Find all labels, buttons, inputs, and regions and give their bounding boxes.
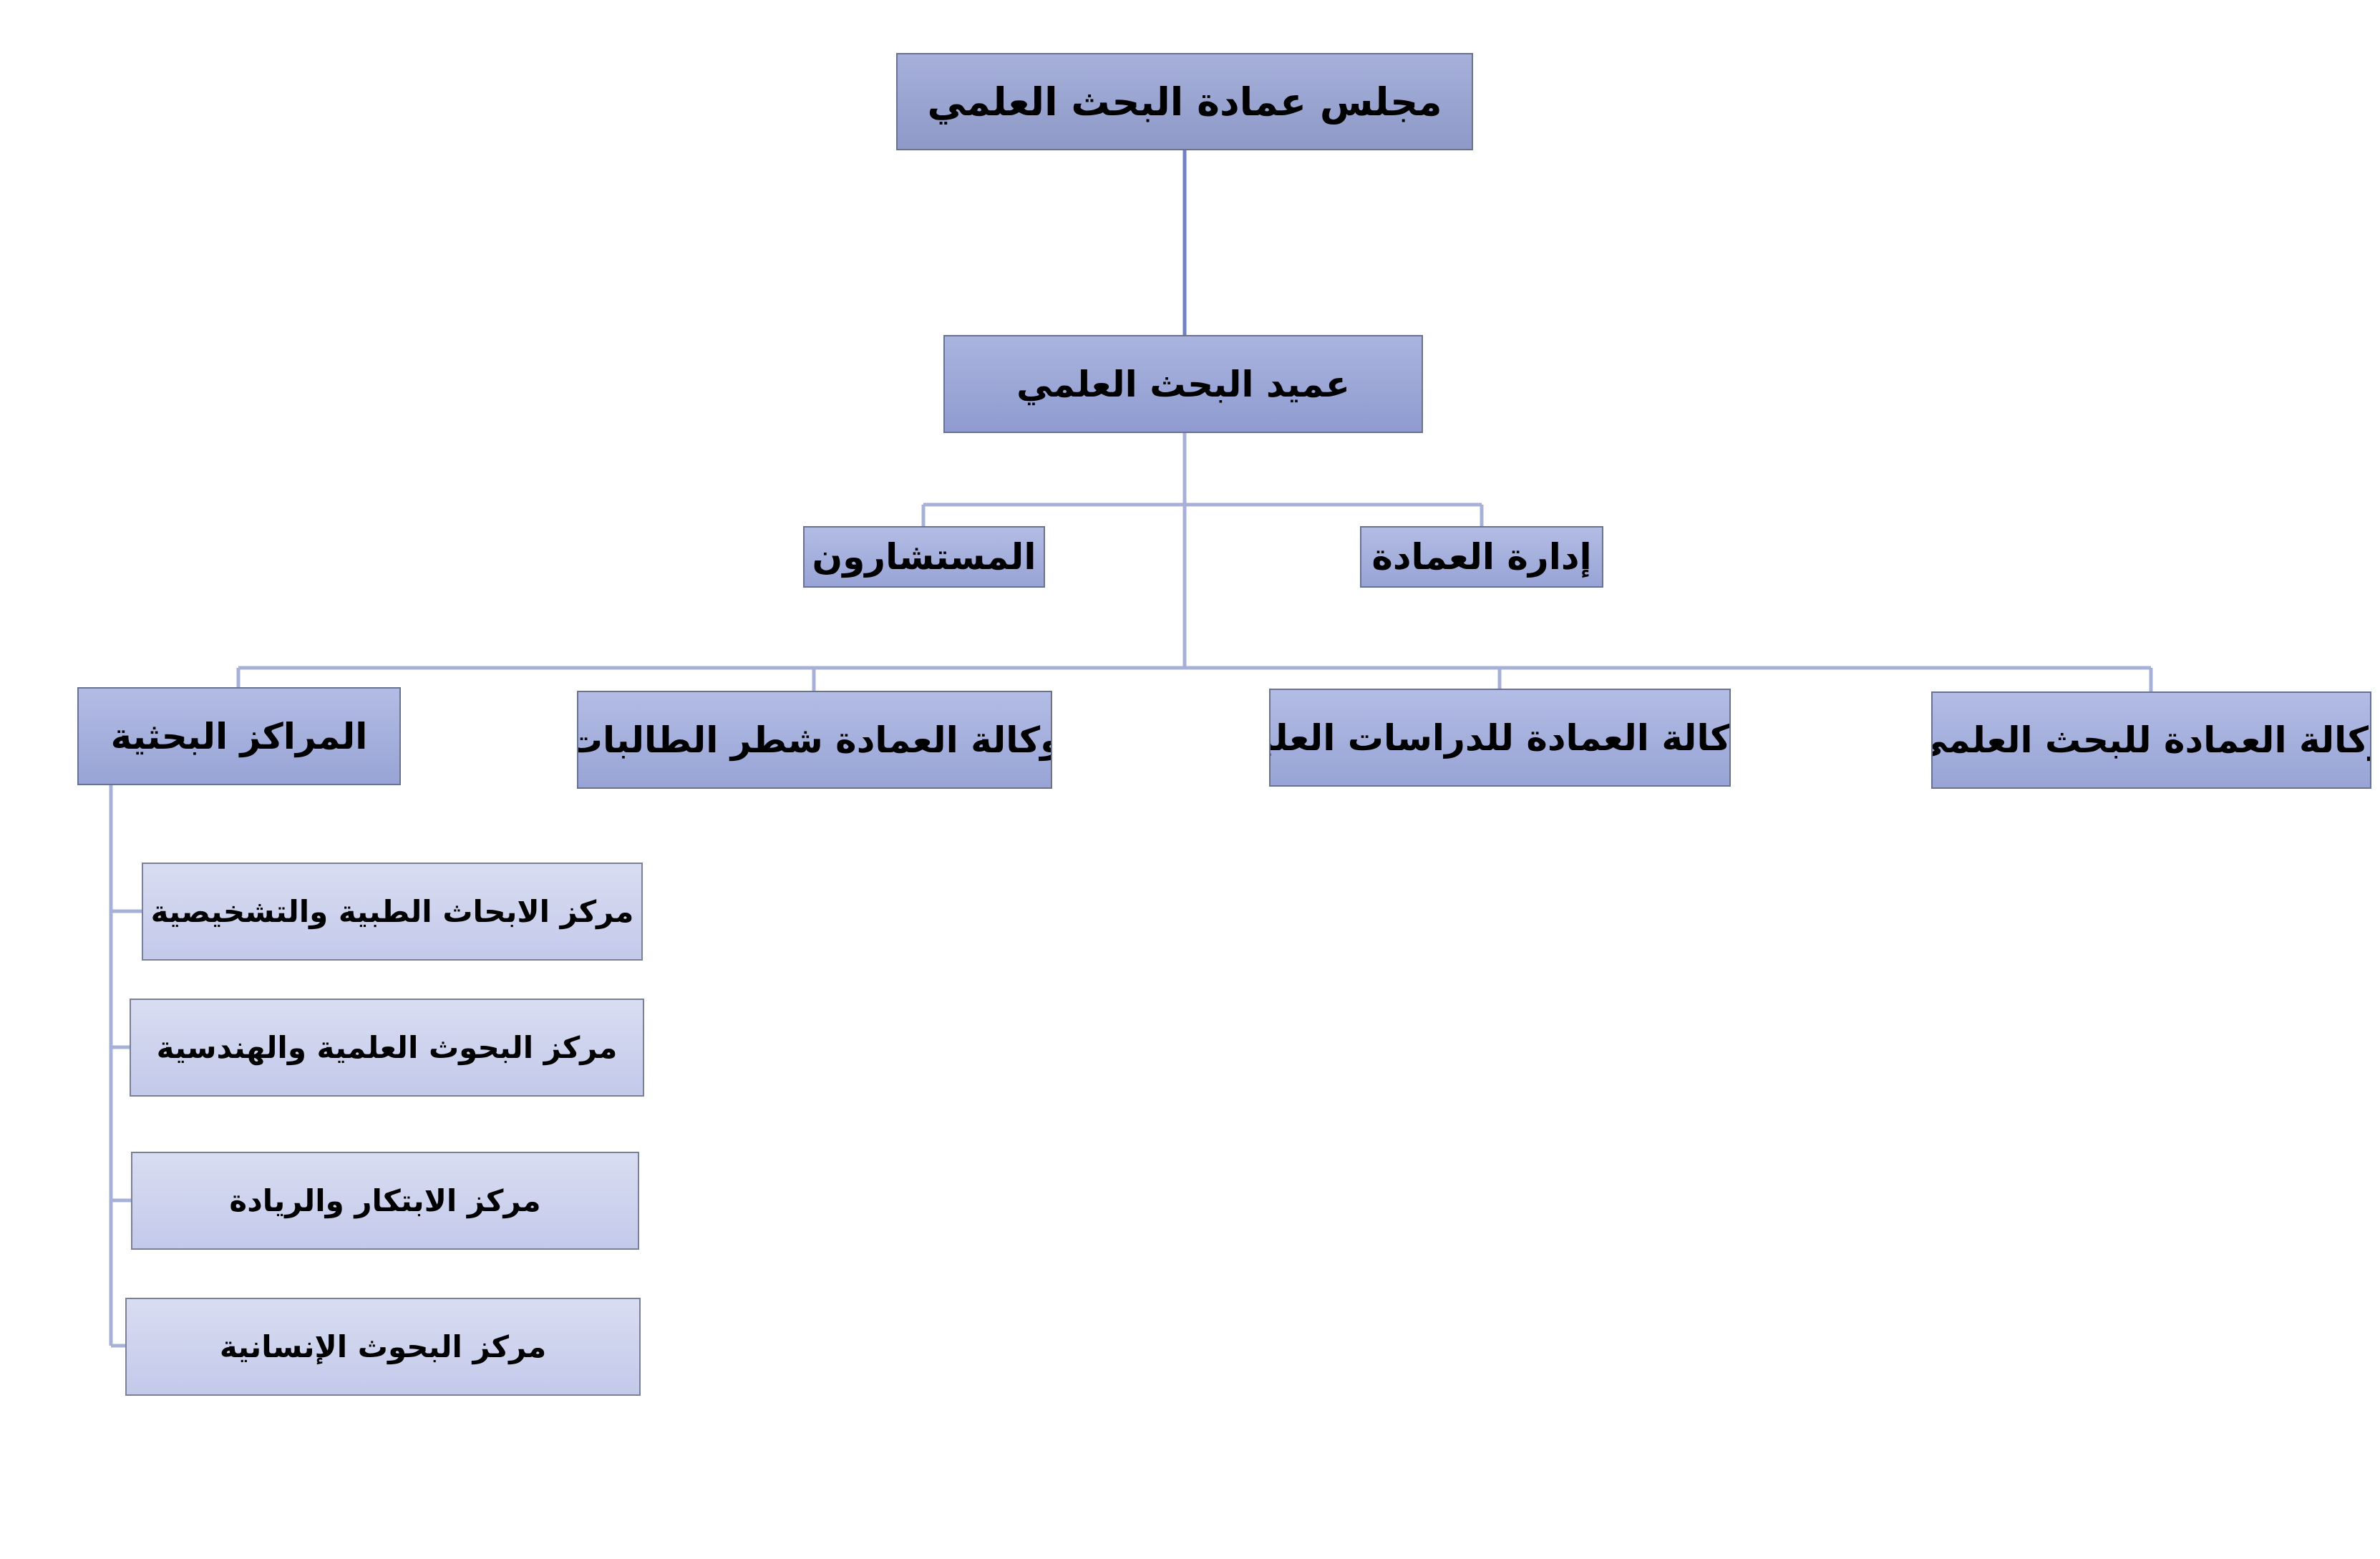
- vice-graduate-box: وكالة العمادة للدراسات العليا: [1269, 689, 1731, 787]
- vice-research-box: وكالة العمادة للبحث العلمي: [1931, 691, 2371, 789]
- consultants-label: المستشارون: [812, 536, 1036, 578]
- council-label: مجلس عمادة البحث العلمي: [927, 79, 1442, 125]
- dean-box: عميد البحث العلمي: [943, 335, 1423, 433]
- council-box: مجلس عمادة البحث العلمي: [896, 53, 1473, 150]
- consultants-box: المستشارون: [803, 526, 1045, 588]
- dean-office-label: إدارة العمادة: [1371, 536, 1592, 578]
- center-innovation-label: مركز الابتكار والريادة: [229, 1183, 541, 1218]
- vice-research-label: وكالة العمادة للبحث العلمي: [1931, 719, 2371, 761]
- research-centers-label: المراكز البحثية: [110, 715, 368, 757]
- connector-centers: [109, 784, 142, 1348]
- center-engineering-box: مركز البحوث العلمية والهندسية: [130, 999, 644, 1097]
- connector-dean-staff: [921, 433, 1484, 526]
- center-medical-label: مركز الابحاث الطبية والتشخيصية: [150, 894, 634, 929]
- center-engineering-label: مركز البحوث العلمية والهندسية: [156, 1030, 618, 1065]
- center-medical-box: مركز الابحاث الطبية والتشخيصية: [142, 863, 643, 961]
- connector-dean-units: [236, 505, 2153, 691]
- dean-office-box: إدارة العمادة: [1360, 526, 1603, 588]
- vice-female-label: وكالة العمادة شطر الطالبات: [577, 719, 1052, 761]
- vice-graduate-label: وكالة العمادة للدراسات العليا: [1269, 717, 1731, 759]
- dean-label: عميد البحث العلمي: [1016, 363, 1350, 405]
- center-innovation-box: مركز الابتكار والريادة: [131, 1152, 639, 1250]
- center-humanities-label: مركز البحوث الإنسانية: [219, 1329, 547, 1364]
- center-humanities-box: مركز البحوث الإنسانية: [125, 1298, 641, 1396]
- research-centers-box: المراكز البحثية: [77, 687, 401, 785]
- vice-female-box: وكالة العمادة شطر الطالبات: [577, 691, 1052, 789]
